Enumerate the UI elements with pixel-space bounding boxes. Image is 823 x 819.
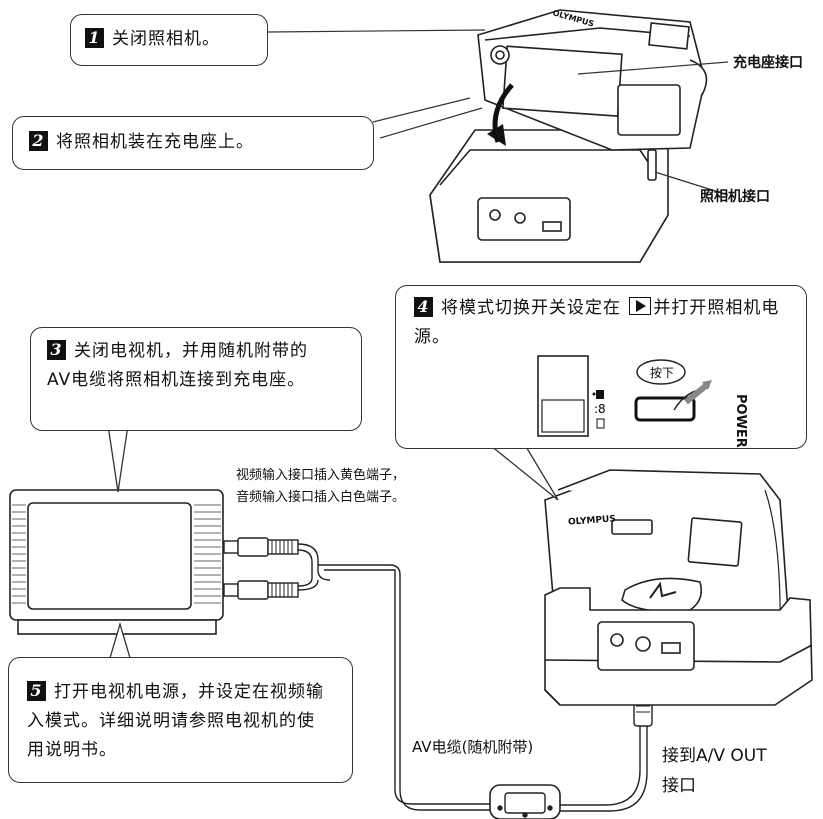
tail-step3	[107, 424, 129, 493]
camera-port-label: 照相机接口	[700, 189, 770, 205]
review-mode-icon	[596, 418, 605, 429]
step-4-callout: 4 将模式切换开关设定在 并打开照相机电源。 :8 按下 POWER	[395, 285, 807, 449]
leader-step2	[372, 97, 483, 139]
leader-dock-port	[577, 61, 729, 75]
av-plugs	[223, 537, 299, 600]
power-button-icon	[634, 396, 696, 422]
av-out-label-line1: 接到A/V OUT	[662, 746, 767, 766]
press-label: 按下	[650, 366, 675, 380]
power-label: POWER	[733, 394, 748, 448]
step-text-before: 将模式切换开关设定在	[441, 298, 621, 318]
av-cable	[297, 543, 648, 819]
step-text: 将照相机装在充电座上。	[56, 132, 254, 152]
dock-port-label: 充电座接口	[733, 55, 803, 71]
leader-step1	[267, 29, 486, 33]
step-text: 打开电视机电源，并设定在视频输入模式。详细说明请参照电视机的使用说明书。	[27, 682, 324, 760]
step-1-callout: 1 关闭照相机。	[70, 14, 268, 66]
step-2-callout: 2 将照相机装在充电座上。	[12, 116, 374, 170]
step-number: 4	[414, 297, 433, 317]
insert-arrowhead	[487, 124, 506, 146]
leader-camera-port	[654, 171, 729, 196]
card-mode-icon: :8	[594, 402, 606, 416]
mode-slider	[541, 399, 585, 433]
tail-step4	[489, 444, 559, 501]
camera-top	[477, 9, 708, 151]
step-text: 关闭照相机。	[112, 29, 220, 49]
step-number: 3	[47, 340, 66, 360]
mode-switch-illustration: :8	[537, 355, 712, 437]
charging-dock-bottom	[544, 587, 813, 706]
step-number: 5	[27, 681, 46, 701]
camera-mode-icon	[596, 390, 604, 399]
play-mode-icon	[629, 297, 652, 315]
tv-set	[9, 489, 224, 635]
charging-dock-top	[429, 129, 669, 263]
av-cable-label: AV电缆(随机附带)	[412, 738, 534, 756]
av-note-line2: 音频输入接口插入白色端子。	[236, 490, 406, 505]
step-text-after: 并打开照相机电源。	[414, 298, 780, 347]
step-text: 关闭电视机，并用随机附带的AV电缆将照相机连接到充电座。	[47, 341, 308, 390]
tail-step5	[109, 621, 131, 659]
av-note-line1: 视频输入接口插入黄色端子，	[236, 468, 406, 483]
step-number: 2	[29, 131, 48, 151]
av-out-label-line2: 接口	[662, 776, 696, 796]
step-number: 1	[85, 28, 104, 48]
